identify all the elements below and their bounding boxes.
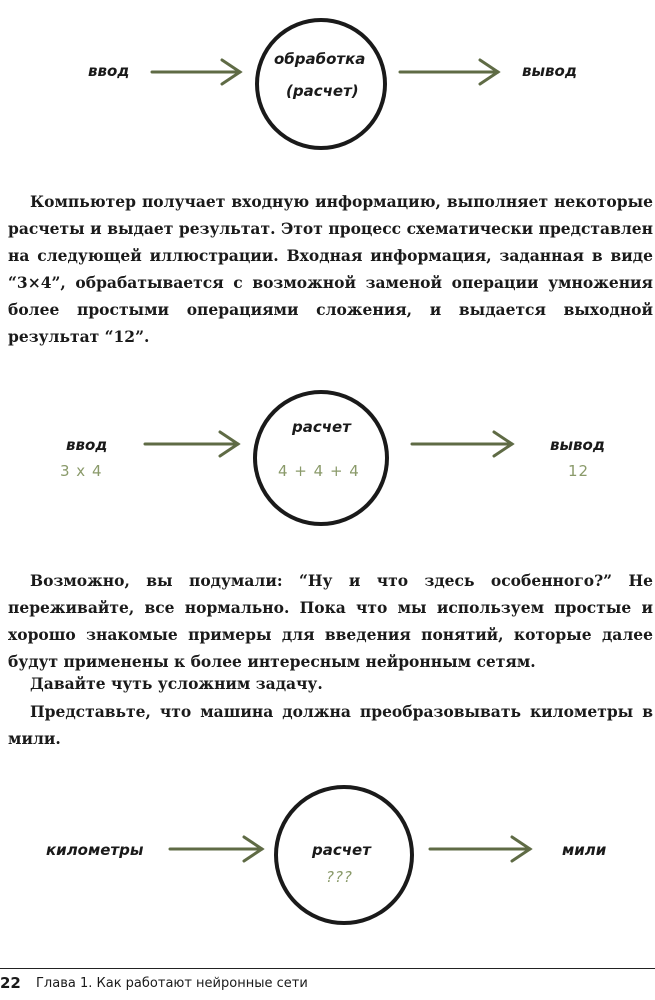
output-label: мили [562,841,607,859]
input-label: ввод [88,62,130,80]
output-label: вывод [550,436,605,454]
process-circle [255,18,387,150]
diagram3-graphics [168,785,533,925]
page-number: 22 [0,974,21,992]
paragraph-nothing-special: Возможно, вы подумали: “Ну и что здесь о… [8,571,653,671]
process-label: расчет [292,418,351,436]
input-label: ввод [66,436,108,454]
diagram2-graphics [143,390,515,526]
diagram-multiply-example: ввод 3 x 4 расчет 4 + 4 + 4 вывод 12 [0,380,655,540]
output-arrow-icon [428,835,533,863]
process-value: 4 + 4 + 4 [278,462,360,480]
footer-divider [0,968,655,969]
paragraph-complicate-task: Давайте чуть усложним задачу. [30,674,323,693]
running-head: Глава 1. Как работают нейронные сети [36,976,308,991]
diagram-km-to-miles: километры расчет ??? мили [0,775,655,945]
output-arrow-icon [398,58,501,86]
diagram1-graphics [150,18,501,150]
process-circle [253,390,389,526]
input-value: 3 x 4 [60,462,103,480]
output-arrow-icon [410,430,515,458]
input-label: километры [46,841,144,859]
input-arrow-icon [143,430,241,458]
input-arrow-icon [168,835,265,863]
paragraph-km-to-miles: Представьте, что машина должна преобразо… [8,702,653,748]
output-value: 12 [568,462,590,480]
process-label-line2: (расчет) [286,82,359,100]
paragraph-computer-process: Компьютер получает входную информацию, в… [8,192,653,346]
diagram-input-process-output: ввод обработка (расчет) вывод [0,0,655,170]
output-label: вывод [522,62,577,80]
process-label: расчет [312,841,371,859]
process-value: ??? [326,868,353,886]
process-label-line1: обработка [274,50,366,68]
input-arrow-icon [150,58,243,86]
process-circle [274,785,414,925]
